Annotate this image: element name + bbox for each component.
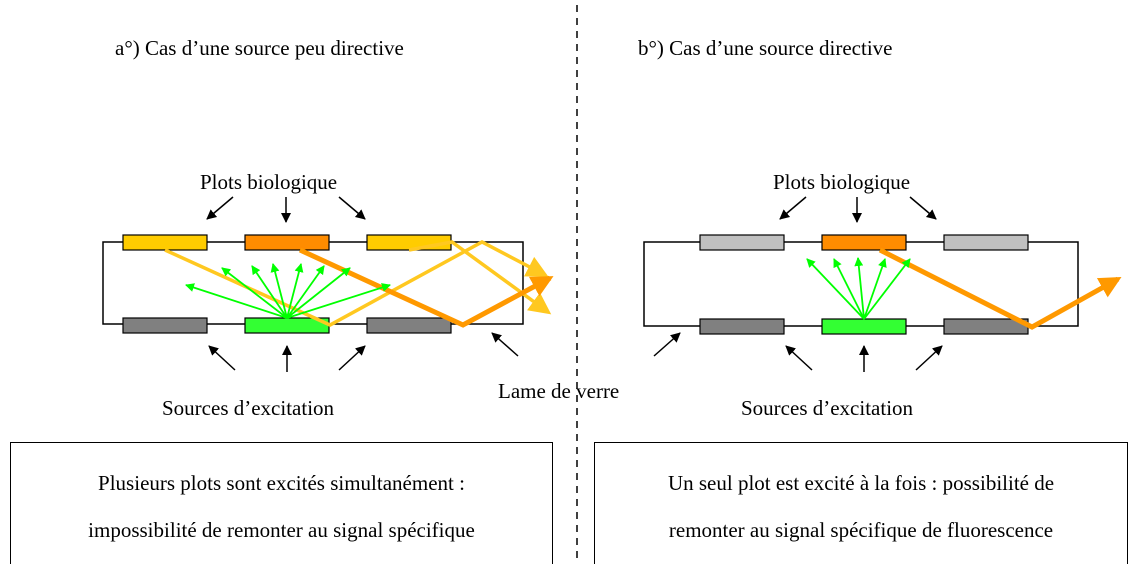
left-emission-arrows bbox=[185, 263, 391, 319]
left-top-arrow-3 bbox=[338, 196, 366, 220]
left-plot-3 bbox=[366, 234, 452, 251]
right-top-arrow-1 bbox=[779, 196, 807, 220]
left-caption-line-1: Plusieurs plots sont excités simultanéme… bbox=[98, 471, 465, 495]
left-top-label: Plots biologique bbox=[200, 170, 337, 194]
right-caption-line-1: Un seul plot est excité à la fois : poss… bbox=[667, 471, 1055, 495]
left-caption-box: Plusieurs plots sont excités simultanéme… bbox=[10, 442, 553, 564]
left-panel: Plots biologique bbox=[102, 170, 554, 420]
right-source-1 bbox=[699, 318, 785, 335]
left-plot-1 bbox=[122, 234, 208, 251]
right-title: b°) Cas d’une source directive bbox=[638, 36, 892, 60]
left-bottom-label: Sources d’excitation bbox=[162, 396, 335, 420]
right-orange-ray bbox=[878, 247, 1122, 330]
left-bottom-arrow-1 bbox=[208, 345, 236, 371]
right-emission-arrow-3 bbox=[854, 257, 865, 320]
left-emission-arrow-8 bbox=[286, 283, 391, 319]
left-top-arrow-1 bbox=[206, 196, 234, 220]
right-panel: Plots biologique Sources d’excitation bbox=[643, 170, 1122, 420]
glass-label: Lame de verre bbox=[498, 379, 619, 403]
right-emission-arrow-5 bbox=[863, 258, 911, 320]
right-emission-arrow-1 bbox=[806, 258, 865, 320]
right-top-arrow-3 bbox=[909, 196, 937, 220]
left-yellow-ray-2 bbox=[408, 240, 552, 315]
left-plot-2 bbox=[244, 234, 330, 251]
right-emission-arrow-2 bbox=[833, 258, 865, 320]
left-source-3 bbox=[366, 317, 452, 334]
left-glass-arrow bbox=[491, 332, 519, 357]
right-bottom-arrow-1 bbox=[785, 345, 813, 371]
left-emission-arrow-4 bbox=[270, 263, 288, 319]
left-caption-line-2: impossibilité de remonter au signal spéc… bbox=[88, 518, 475, 542]
left-emission-arrow-2 bbox=[221, 267, 288, 319]
right-emission-arrow-4 bbox=[863, 258, 887, 320]
right-top-label: Plots biologique bbox=[773, 170, 910, 194]
left-emission-arrow-1 bbox=[185, 283, 288, 319]
left-emission-arrow-6 bbox=[286, 265, 325, 319]
right-emission-arrows bbox=[806, 257, 911, 320]
right-plot-3 bbox=[943, 234, 1029, 251]
right-bottom-label: Sources d’excitation bbox=[741, 396, 914, 420]
left-emission-arrow-3 bbox=[251, 265, 288, 319]
left-bottom-arrow-3 bbox=[338, 345, 366, 371]
right-plot-1 bbox=[699, 234, 785, 251]
left-emission-arrow-7 bbox=[286, 267, 351, 319]
left-source-1 bbox=[122, 317, 208, 334]
right-caption-line-2: remonter au signal spécifique de fluores… bbox=[668, 518, 1054, 542]
right-bottom-arrow-3 bbox=[915, 345, 943, 371]
left-orange-ray bbox=[298, 247, 554, 328]
right-glass-arrow bbox=[653, 332, 681, 357]
right-plot-2 bbox=[821, 234, 907, 251]
right-source-2 bbox=[821, 318, 907, 335]
right-caption-box: Un seul plot est excité à la fois : poss… bbox=[594, 442, 1128, 564]
left-emission-arrow-5 bbox=[286, 263, 304, 319]
left-title: a°) Cas d’une source peu directive bbox=[115, 36, 404, 60]
